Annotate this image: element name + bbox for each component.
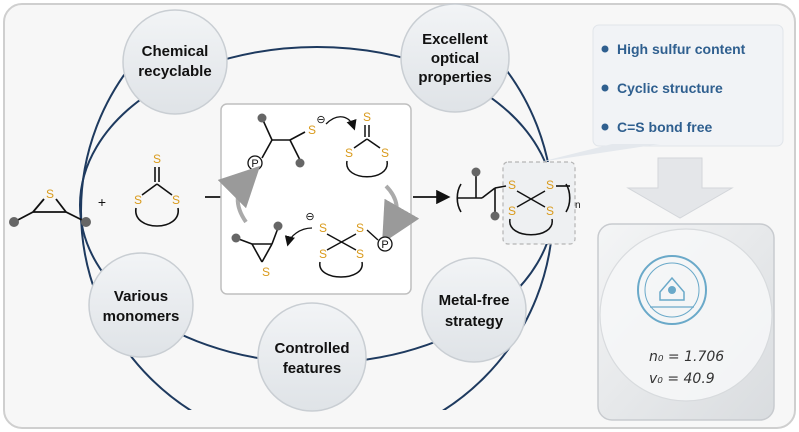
sulfur-atom: S: [172, 193, 180, 207]
abbe-number-note: v₀ = 40.9: [649, 371, 715, 387]
sulfur-atom: S: [381, 146, 389, 160]
callout-pointer: [540, 144, 660, 162]
sulfur-atom: S: [319, 247, 327, 261]
sulfur-atom: S: [319, 221, 327, 235]
bubble-text-line: Metal-free: [439, 292, 510, 309]
sulfur-atom: S: [546, 204, 554, 218]
sulfur-atom: S: [356, 247, 364, 261]
bullet-icon: [601, 45, 609, 53]
sulfur-atom: S: [153, 152, 161, 166]
feature-item: Cyclic structure: [617, 80, 723, 96]
plus-sign: +: [98, 194, 106, 210]
bubble-text-line: Controlled: [275, 340, 350, 357]
bubble-text-line: monomers: [103, 308, 180, 325]
feature-item: High sulfur content: [617, 41, 746, 57]
polymer-product: S S S S n: [456, 161, 581, 245]
sulfur-atom: S: [134, 193, 142, 207]
sulfur-atom: S: [363, 110, 371, 124]
bubble-excellent-optical: Excellent optical properties: [400, 3, 510, 113]
mechanism-box: P S ⊖ S S S S ⊖ S S S S: [217, 103, 420, 295]
bullet-icon: [601, 123, 609, 131]
bubble-text-line: recyclable: [138, 63, 211, 80]
polymer-film-photo: n₀ = 1.706 v₀ = 40.9: [597, 223, 775, 421]
anion-charge: ⊖: [316, 114, 325, 126]
bubble-text-line: properties: [418, 69, 491, 86]
cyclic-trithiocarbonate: S S S: [134, 152, 180, 227]
bubble-text-line: features: [283, 360, 341, 377]
sulfur-atom: S: [345, 146, 353, 160]
thiirane-monomer: S: [9, 187, 91, 227]
bubble-text-line: Various: [114, 288, 168, 305]
refractive-index-note: n₀ = 1.706: [649, 349, 724, 365]
bubble-text-line: Excellent: [422, 31, 488, 48]
bubble-chemical-recyclable: Chemical recyclable: [122, 9, 228, 115]
bubble-controlled-features: Controlled features: [257, 302, 367, 412]
sulfur-atom: S: [46, 187, 54, 201]
bullet-icon: [601, 84, 609, 92]
sulfur-atom: S: [546, 178, 554, 192]
bubble-text-line: optical: [431, 50, 479, 67]
sulfur-atom: S: [508, 178, 516, 192]
repeat-subscript: n: [575, 200, 581, 211]
bubble-text-line: Chemical: [142, 43, 209, 60]
features-panel: High sulfur content Cyclic structure C=S…: [540, 24, 784, 162]
down-arrow-icon: [626, 157, 734, 219]
anion-charge: ⊖: [305, 211, 314, 223]
bubble-metal-free: Metal-free strategy: [421, 257, 527, 363]
bubble-text-line: strategy: [445, 313, 504, 330]
polymer-label: P: [251, 158, 258, 170]
sulfur-atom: S: [356, 221, 364, 235]
sulfur-atom: S: [262, 265, 270, 279]
bubble-various-monomers: Various monomers: [88, 252, 194, 358]
university-seal-icon: [637, 255, 707, 325]
sulfur-atom: S: [308, 123, 316, 137]
polymer-label: P: [381, 239, 388, 251]
sulfur-atom: S: [508, 204, 516, 218]
feature-item: C=S bond free: [617, 119, 713, 135]
